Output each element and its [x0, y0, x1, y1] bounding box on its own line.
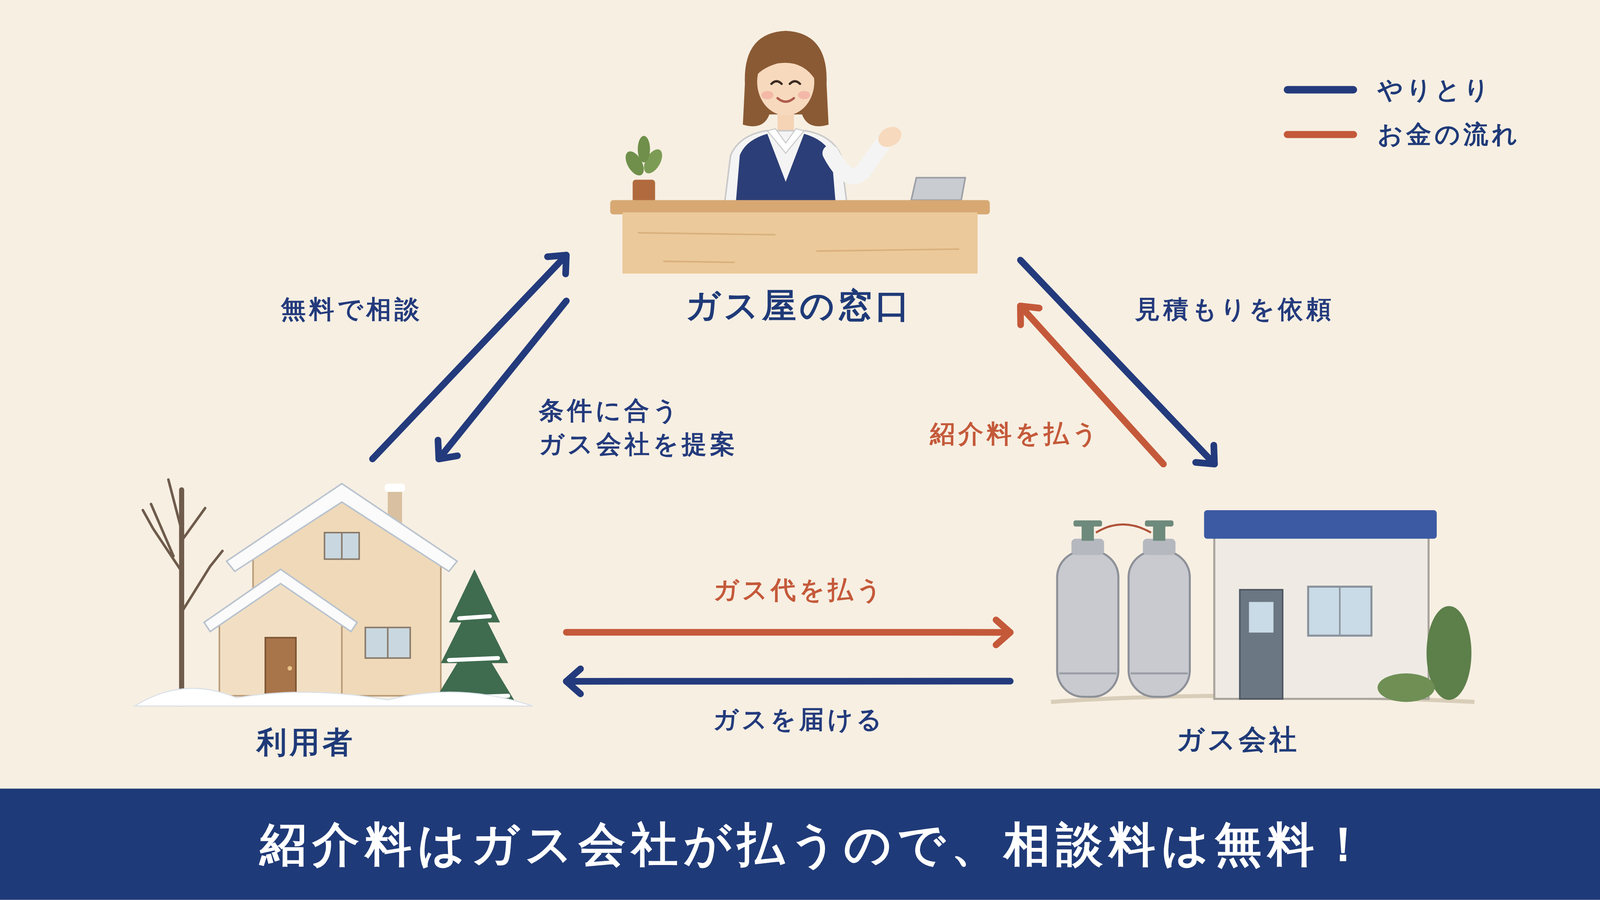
- plant-leaf: [637, 135, 650, 163]
- window-frame: [341, 532, 388, 659]
- node-label: ガス会社: [1176, 721, 1300, 759]
- edge-label: 紹介料を払う: [930, 416, 1101, 451]
- cylinder-band: [1059, 672, 1188, 675]
- desk-top: [610, 200, 990, 215]
- shirt: [724, 130, 848, 205]
- valve-handle: [1073, 520, 1103, 527]
- caption-band: [0, 789, 1600, 900]
- cylinder-valve: [1152, 524, 1165, 541]
- edge-label: 無料で相談: [280, 292, 423, 327]
- hair-fringe: [756, 47, 816, 80]
- office-roof: [1204, 510, 1437, 540]
- gas-pipe: [1095, 524, 1151, 533]
- flow-arrow: [566, 678, 1010, 685]
- desk-body: [622, 212, 978, 274]
- legend-item: やりとり: [1283, 72, 1493, 107]
- legend-label: お金の流れ: [1377, 117, 1521, 152]
- blush: [797, 90, 810, 100]
- flow-arrow: [372, 255, 567, 460]
- snow-ground: [134, 688, 533, 707]
- edge-label: ガスを届ける: [712, 702, 885, 737]
- office-window: [1308, 587, 1372, 637]
- reception-desk: [610, 135, 990, 274]
- edge-label: 条件に合う ガス会社を提案: [538, 393, 759, 462]
- blush: [761, 90, 774, 100]
- hand: [874, 122, 905, 152]
- door-knob: [287, 666, 293, 671]
- illustrated-node: 利用者: [132, 459, 567, 760]
- laptop: [911, 177, 966, 201]
- node-label-group: ガス会社: [1176, 721, 1300, 759]
- node-label: ガス屋の窓口: [685, 283, 913, 330]
- flow-arrow: [566, 629, 1010, 636]
- cylinder-collar: [1071, 539, 1104, 556]
- window-frame: [1339, 587, 1341, 637]
- porch-wall: [219, 576, 343, 697]
- house-illustration: [134, 480, 533, 707]
- edge-label: 見積もりを依頼: [1135, 292, 1335, 327]
- chimney-snow: [384, 483, 405, 493]
- smile: [777, 98, 794, 103]
- eye: [790, 81, 800, 84]
- wood-grain: [637, 232, 960, 263]
- hair-back: [742, 30, 829, 127]
- illustrated-node: ガス会社: [1010, 464, 1475, 760]
- eye: [771, 81, 782, 84]
- collar: [767, 128, 805, 154]
- cylinder-valve: [1081, 524, 1094, 541]
- door: [265, 637, 296, 697]
- gas-cylinder: [1057, 551, 1119, 698]
- door-window: [1249, 602, 1274, 633]
- edge-label: ガス代を払う: [713, 572, 885, 607]
- pine-tree: [433, 569, 516, 703]
- gas-cylinder: [1128, 551, 1190, 698]
- node-label-group: ガス屋の窓口: [685, 283, 913, 330]
- reception-person: [724, 30, 905, 205]
- plant-pot: [632, 180, 655, 203]
- office-door: [1240, 590, 1283, 700]
- valve-handle: [1145, 520, 1174, 527]
- raised-arm: [830, 145, 882, 177]
- legend-swatch: [1283, 86, 1358, 94]
- legend-swatch: [1283, 131, 1358, 139]
- legend-item: お金の流れ: [1283, 117, 1521, 152]
- pine-snow: [443, 616, 508, 699]
- caption-text: 紹介料はガス会社が払うので、相談料は無料！: [260, 813, 1373, 877]
- snow-roof: [204, 569, 358, 632]
- node-label: 利用者: [256, 722, 356, 763]
- cylinder-collar: [1142, 539, 1176, 556]
- gas-company-illustration: [1050, 510, 1475, 703]
- shrub: [1377, 673, 1435, 703]
- illustrated-node: ガス屋の窓口: [566, 30, 1021, 327]
- legend-label: やりとり: [1377, 72, 1493, 107]
- node-label-group: 利用者: [256, 722, 356, 763]
- bare-tree-branches: [142, 480, 223, 613]
